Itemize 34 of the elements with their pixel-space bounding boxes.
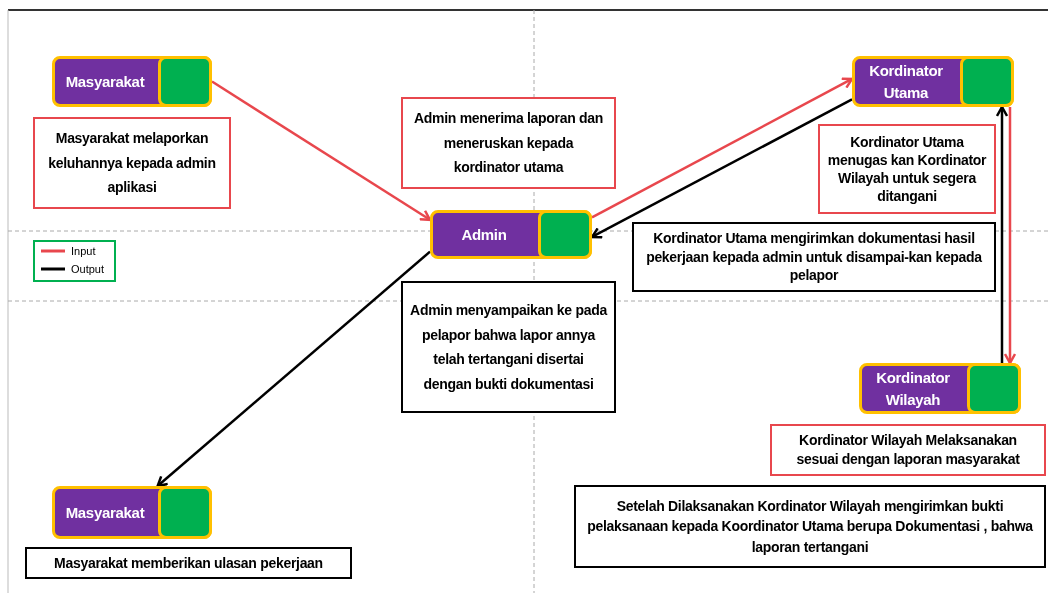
note-text: Setelah Dilaksanakan Kordinator Wilayah mengirimkan bukti pelaksanaan kepada Koordinator Utama berupa Dokumentasi , bahwa laporan tertangani bbox=[586, 497, 1034, 557]
note-box bbox=[25, 547, 352, 579]
note-box bbox=[770, 424, 1046, 476]
note-text: Admin menyampaikan ke pada pelapor bahwa lapor annya telah tertangani disertai dengan bukti dokumentasi bbox=[409, 301, 608, 394]
note-box bbox=[401, 281, 616, 413]
actor-label: Masyarakat bbox=[64, 71, 146, 92]
arrow bbox=[590, 98, 853, 239]
actor-label: Kordinator Utama bbox=[868, 60, 944, 103]
note-box bbox=[818, 124, 996, 214]
note-box bbox=[33, 117, 231, 209]
note-text: Kordinator Utama mengirimkan dokumentasi hasil pekerjaan kepada admin untuk disampai-kan kepada pelapor bbox=[645, 228, 983, 286]
note-box bbox=[574, 485, 1046, 568]
actor-box bbox=[52, 56, 212, 107]
note-text: Admin menerima laporan dan meneruskan kepada kordinator utama bbox=[413, 109, 604, 178]
note-text: Masyarakat melaporkan keluhannya kepada admin aplikasi bbox=[47, 129, 217, 198]
actor-label: Admin bbox=[460, 224, 508, 245]
arrow bbox=[211, 80, 432, 222]
arrow bbox=[995, 105, 1009, 363]
actor-box bbox=[430, 210, 592, 259]
arrow bbox=[591, 77, 854, 219]
note-text: Kordinator Wilayah Melaksanakan sesuai dengan laporan masyarakat bbox=[795, 431, 1021, 469]
note-box bbox=[401, 97, 616, 189]
arrow bbox=[156, 250, 431, 488]
note-box bbox=[632, 222, 996, 292]
actor-box bbox=[852, 56, 1014, 107]
note-text: Kordinator Utama menugas kan Kordinator Wilayah untuk segera ditangani bbox=[826, 132, 988, 206]
legend-label: Input bbox=[71, 245, 96, 257]
actor-label: Kordinator Wilayah bbox=[875, 367, 951, 410]
note-text: Masyarakat memberikan ulasan pekerjaan bbox=[54, 554, 323, 572]
actor-box bbox=[52, 486, 212, 539]
actor-box bbox=[859, 363, 1021, 414]
actor-label: Masyarakat bbox=[64, 502, 146, 523]
legend-label: Output bbox=[71, 263, 105, 275]
arrow bbox=[1003, 107, 1017, 365]
